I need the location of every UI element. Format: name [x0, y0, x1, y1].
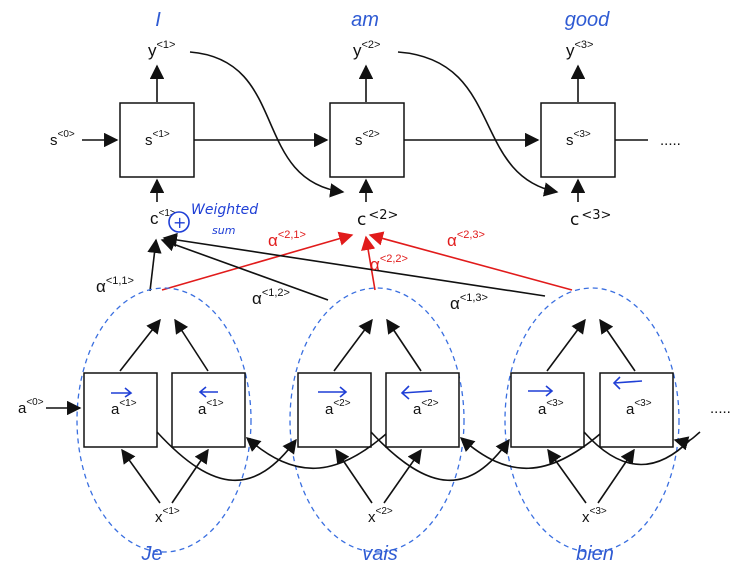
input-word-3: bien [576, 543, 614, 565]
input-word-2: vais [362, 543, 398, 565]
output-y-2: y<2> [353, 39, 380, 60]
forward-recurrence-1-2 [156, 431, 297, 482]
backward-recurrence-2-1 [245, 433, 387, 470]
backward-recurrence-3-2 [459, 433, 601, 470]
arrow-x3-to-fwd [547, 448, 587, 504]
decoder-init-state: s<0> [50, 129, 75, 149]
attention-line-a3-to-c2 [368, 231, 573, 291]
encoder-forward-cell-2 [297, 372, 372, 448]
decoder-state-1: s<1> [145, 129, 170, 149]
output-y-3: y<3> [566, 39, 593, 60]
encoder-init-state: a<0> [18, 397, 44, 417]
backward-arrow-icon [400, 385, 433, 400]
alpha-2-3: α<2,3> [447, 229, 485, 250]
feedback-y2-to-c3 [397, 51, 559, 197]
feedback-y1-to-c2 [189, 51, 345, 198]
encoder-ellipsis: ..... [710, 400, 731, 417]
alpha-1-3: α<1,3> [450, 292, 488, 313]
forward-arrow-icon [111, 387, 133, 398]
context-c3: c<3> [570, 208, 611, 230]
arrow-x1-to-bwd [171, 448, 209, 504]
decoder-cell-1 [119, 102, 195, 178]
arrow-enc1-bwd-up [174, 318, 209, 372]
encoder-group-1 [76, 287, 252, 553]
decoder-ellipsis: ..... [660, 132, 681, 149]
context-c1: c<1> [150, 208, 176, 228]
forward-recurrence-2-3 [370, 431, 510, 482]
decoder-cell-2 [329, 102, 405, 178]
input-word-1: Je [140, 543, 162, 565]
decoder-cell-3 [540, 102, 616, 178]
arrow-x3-to-bwd [597, 448, 635, 504]
arrow-x2-to-fwd [335, 448, 373, 504]
encoder-state-2-backward: a<2> [413, 398, 439, 418]
attention-line-a2-to-c1 [160, 237, 329, 301]
input-x-1: x<1> [155, 506, 180, 526]
output-word-1: I [155, 9, 161, 31]
forward-arrow-icon [528, 385, 554, 397]
alpha-2-1: α<2,1> [268, 229, 306, 250]
arrow-enc3-fwd-up [546, 318, 586, 372]
output-word-3: good [565, 9, 610, 31]
weighted-sum-circle [168, 211, 190, 233]
weighted-sum-plus: + [173, 213, 186, 232]
encoder-state-1-backward: a<1> [198, 398, 224, 418]
arrow-enc2-bwd-up [386, 318, 422, 372]
output-y-1: y<1> [148, 39, 175, 60]
encoder-state-3-forward: a<3> [538, 398, 564, 418]
arrow-enc2-fwd-up [333, 318, 373, 372]
encoder-group-3 [504, 287, 680, 553]
weighted-sum-label-2: sum [212, 224, 235, 237]
encoder-forward-cell-1 [83, 372, 158, 448]
encoder-state-3-backward: a<3> [626, 398, 652, 418]
output-word-2: am [351, 9, 379, 31]
alpha-1-1: α<1,1> [96, 275, 134, 296]
context-c2: c<2> [357, 208, 398, 230]
arrow-x1-to-fwd [121, 448, 161, 504]
attention-line-a3-to-c1 [162, 232, 546, 297]
encoder-forward-cell-3 [510, 372, 585, 448]
backward-recurrence-next-3 [673, 431, 701, 451]
encoder-backward-cell-3 [599, 372, 674, 448]
weighted-sum-label-1: Weighted [191, 202, 258, 218]
decoder-state-2: s<2> [355, 129, 380, 149]
encoder-backward-cell-1 [171, 372, 246, 448]
attention-line-a1-to-c1 [147, 238, 162, 292]
input-x-3: x<3> [582, 506, 607, 526]
backward-arrow-icon [198, 386, 218, 398]
alpha-1-2: α<1,2> [252, 287, 290, 308]
forward-arrow-icon [318, 386, 348, 398]
attention-line-a2-to-c2 [361, 235, 376, 291]
decoder-state-3: s<3> [566, 129, 591, 149]
encoder-backward-cell-2 [385, 372, 460, 448]
arrow-x2-to-bwd [383, 448, 422, 504]
encoder-state-2-forward: a<2> [325, 398, 351, 418]
arrow-enc3-bwd-up [599, 318, 636, 372]
encoder-state-1-forward: a<1> [111, 398, 137, 418]
backward-arrow-icon [612, 376, 643, 390]
alpha-2-2: α<2,2> [370, 253, 408, 274]
attention-line-a1-to-c2 [161, 231, 354, 291]
arrow-enc1-fwd-up [119, 318, 161, 372]
encoder-group-2 [289, 287, 465, 553]
input-x-2: x<2> [368, 506, 393, 526]
